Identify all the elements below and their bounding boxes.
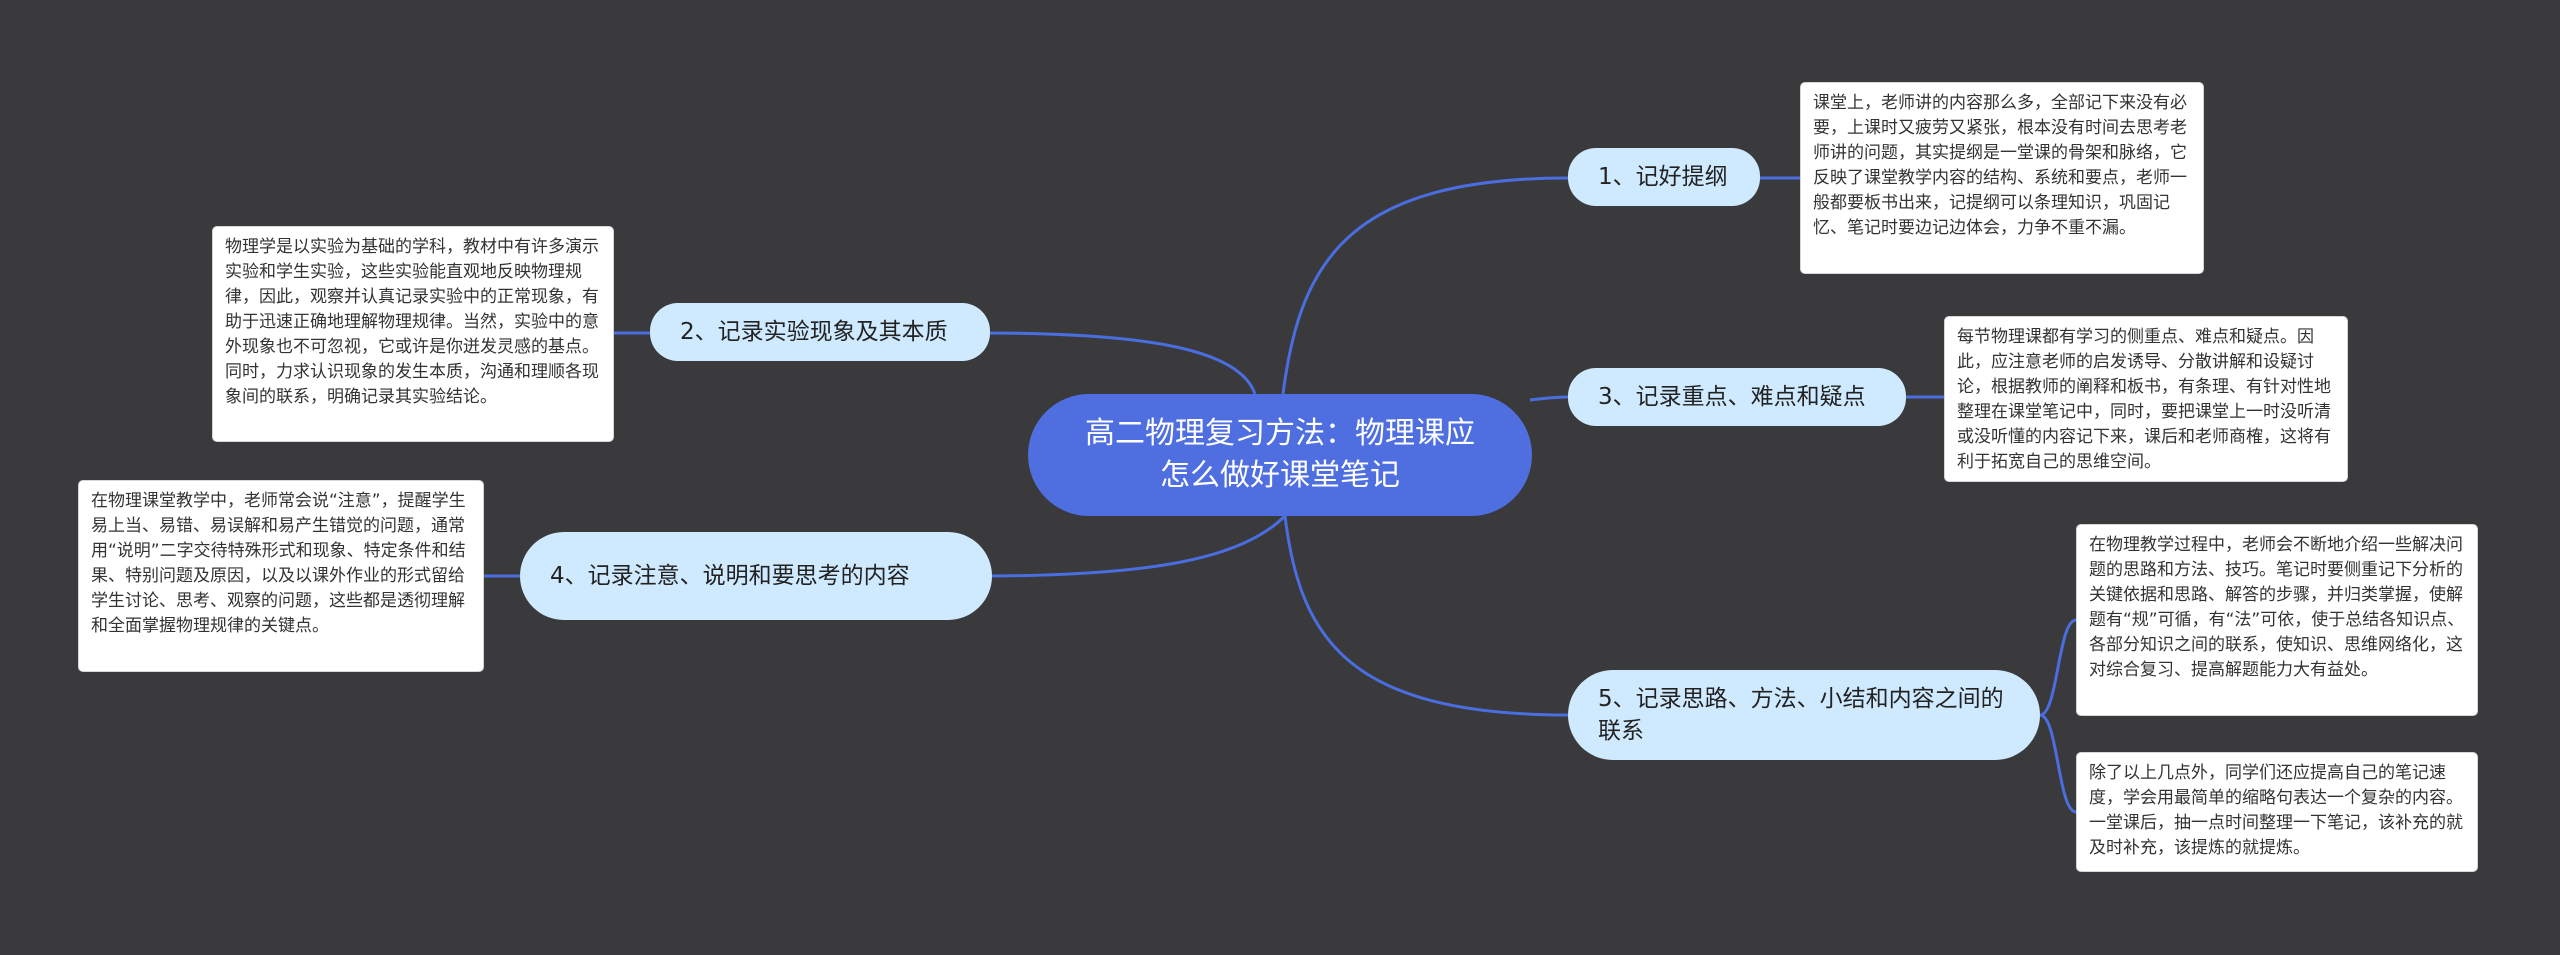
- branch-label: 5、记录思路、方法、小结和内容之间的联系: [1598, 686, 2004, 744]
- connector-root-branch-2: [984, 331, 1257, 395]
- connector-root-branch-5: [1283, 515, 1569, 717]
- connector-root-branch-1: [1281, 176, 1569, 395]
- branch-label: 1、记好提纲: [1598, 164, 1728, 190]
- detail-text: 在物理课堂教学中，老师常会说“注意”，提醒学生易上当、易错、易误解和易产生错觉的…: [91, 491, 466, 636]
- connector-branch-5-detail-5: [2039, 618, 2077, 717]
- detail-text: 在物理教学过程中，老师会不断地介绍一些解决问题的思路和方法、技巧。笔记时要侧重记…: [2089, 535, 2465, 680]
- detail-text: 物理学是以实验为基础的学科，教材中有许多演示实验和学生实验，这些实验能直观地反映…: [225, 237, 599, 407]
- detail-note-2[interactable]: 物理学是以实验为基础的学科，教材中有许多演示实验和学生实验，这些实验能直观地反映…: [212, 226, 614, 442]
- root-topic-text: 高二物理复习方法：物理课应怎么做好课堂笔记: [1085, 416, 1475, 493]
- root-topic[interactable]: 高二物理复习方法：物理课应怎么做好课堂笔记: [1028, 394, 1532, 516]
- detail-note-6[interactable]: 除了以上几点外，同学们还应提高自己的笔记速度，学会用最简单的缩略句表达一个复杂的…: [2076, 752, 2478, 872]
- detail-note-4[interactable]: 在物理课堂教学中，老师常会说“注意”，提醒学生易上当、易错、易误解和易产生错觉的…: [78, 480, 484, 672]
- connector-branch-5-detail-6: [2039, 713, 2077, 814]
- branch-node-2[interactable]: 2、记录实验现象及其本质: [650, 303, 990, 361]
- connector-root-branch-3: [1529, 395, 1569, 402]
- detail-note-5[interactable]: 在物理教学过程中，老师会不断地介绍一些解决问题的思路和方法、技巧。笔记时要侧重记…: [2076, 524, 2478, 716]
- connector-root-branch-4: [989, 514, 1287, 578]
- branch-label: 4、记录注意、说明和要思考的内容: [550, 563, 910, 589]
- branch-node-1[interactable]: 1、记好提纲: [1568, 148, 1760, 206]
- detail-note-1[interactable]: 课堂上，老师讲的内容那么多，全部记下来没有必要，上课时又疲劳又紧张，根本没有时间…: [1800, 82, 2204, 274]
- branch-node-3[interactable]: 3、记录重点、难点和疑点: [1568, 368, 1906, 426]
- detail-note-3[interactable]: 每节物理课都有学习的侧重点、难点和疑点。因此，应注意老师的启发诱导、分散讲解和设…: [1944, 316, 2348, 482]
- detail-text: 除了以上几点外，同学们还应提高自己的笔记速度，学会用最简单的缩略句表达一个复杂的…: [2089, 763, 2463, 858]
- branch-node-5[interactable]: 5、记录思路、方法、小结和内容之间的联系: [1568, 670, 2040, 760]
- detail-text: 每节物理课都有学习的侧重点、难点和疑点。因此，应注意老师的启发诱导、分散讲解和设…: [1957, 327, 2331, 472]
- branch-node-4[interactable]: 4、记录注意、说明和要思考的内容: [520, 532, 992, 620]
- branch-label: 3、记录重点、难点和疑点: [1598, 384, 1866, 410]
- branch-label: 2、记录实验现象及其本质: [680, 319, 948, 345]
- detail-text: 课堂上，老师讲的内容那么多，全部记下来没有必要，上课时又疲劳又紧张，根本没有时间…: [1813, 93, 2187, 238]
